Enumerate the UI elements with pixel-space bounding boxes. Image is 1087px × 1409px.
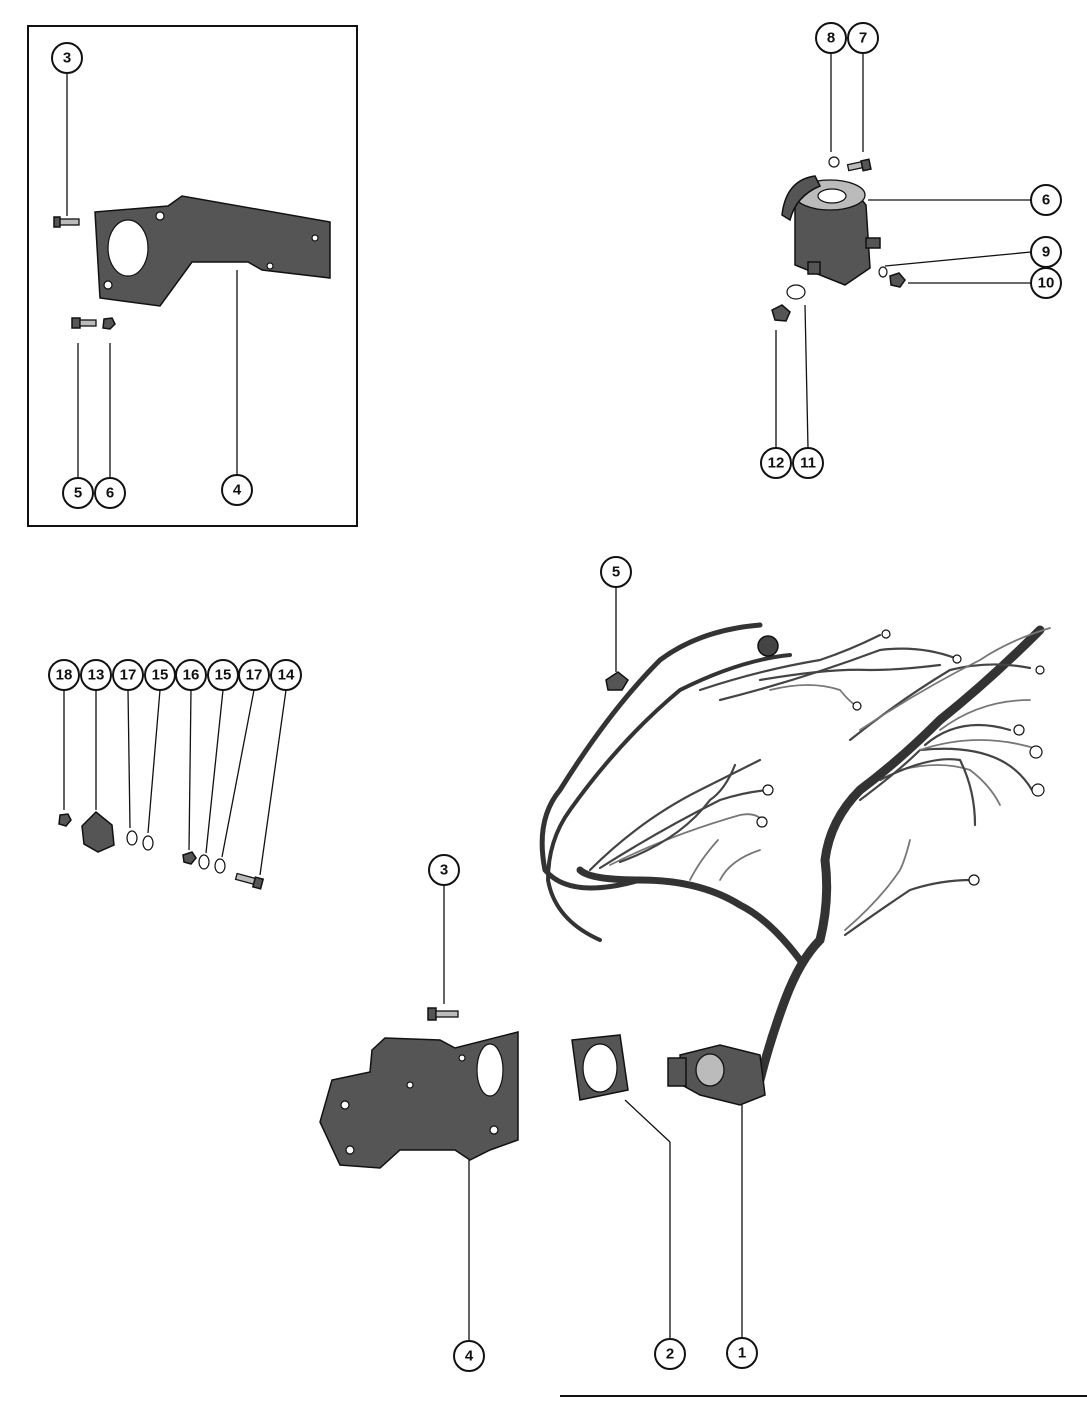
- svg-text:14: 14: [278, 667, 295, 684]
- callout-terminal-17a: 17: [112, 659, 144, 691]
- harness-clamp: [605, 671, 629, 691]
- svg-text:9: 9: [1042, 244, 1050, 261]
- callout-solenoid-9: 9: [1030, 236, 1062, 268]
- svg-text:7: 7: [859, 30, 867, 47]
- callout-solenoid-11: 11: [792, 447, 824, 479]
- svg-text:4: 4: [465, 1348, 474, 1365]
- callout-terminal-13: 13: [80, 659, 112, 691]
- svg-text:3: 3: [440, 862, 448, 879]
- callout-inset-4: 4: [221, 474, 253, 506]
- callout-inset-5: 5: [62, 477, 94, 509]
- svg-text:17: 17: [120, 667, 137, 684]
- inset-nut: [102, 317, 116, 330]
- inset-mounting-bracket: [94, 195, 331, 307]
- connector-gasket: [571, 1034, 629, 1101]
- svg-text:15: 15: [215, 667, 232, 684]
- callout-terminal-15b: 15: [207, 659, 239, 691]
- svg-text:6: 6: [106, 485, 114, 502]
- svg-text:11: 11: [800, 455, 816, 472]
- callout-terminal-14: 14: [270, 659, 302, 691]
- svg-text:12: 12: [768, 455, 785, 472]
- solenoid-screw-7: [846, 158, 872, 172]
- callout-inset-6: 6: [94, 477, 126, 509]
- wiring-harness: [539, 622, 1051, 1106]
- bracket-bolt: [427, 1007, 459, 1021]
- callout-solenoid-12: 12: [760, 447, 792, 479]
- svg-text:4: 4: [233, 482, 242, 499]
- svg-text:6: 6: [1042, 192, 1050, 209]
- solenoid-washer-11: [786, 284, 806, 300]
- callout-terminal-15a: 15: [144, 659, 176, 691]
- callout-harness-1: 1: [726, 1337, 758, 1369]
- callout-terminal-16: 16: [175, 659, 207, 691]
- callout-solenoid-6: 6: [1030, 184, 1062, 216]
- callout-gasket-2: 2: [654, 1338, 686, 1370]
- inset-frame: [27, 25, 358, 527]
- solenoid-washer-9: [878, 266, 888, 278]
- callout-inset-3: 3: [51, 42, 83, 74]
- starter-solenoid: [781, 175, 881, 286]
- inset-screw: [71, 317, 97, 329]
- callout-terminal-18: 18: [48, 659, 80, 691]
- svg-text:5: 5: [612, 564, 620, 581]
- mounting-bracket: [319, 1031, 519, 1169]
- callout-terminal-17b: 17: [238, 659, 270, 691]
- svg-text:15: 15: [152, 667, 169, 684]
- svg-text:3: 3: [63, 50, 71, 67]
- svg-text:8: 8: [827, 30, 835, 47]
- callout-solenoid-8: 8: [815, 22, 847, 54]
- svg-text:2: 2: [666, 1346, 674, 1363]
- svg-text:1: 1: [738, 1345, 746, 1362]
- callout-solenoid-10: 10: [1030, 267, 1062, 299]
- svg-text:18: 18: [56, 667, 73, 684]
- solenoid-washer-8: [828, 156, 840, 168]
- svg-text:5: 5: [74, 485, 82, 502]
- callout-harness-5: 5: [600, 556, 632, 588]
- svg-text:10: 10: [1038, 275, 1055, 292]
- terminal-block-parts: [58, 810, 265, 890]
- callout-solenoid-7: 7: [847, 22, 879, 54]
- callout-bracket-4: 4: [453, 1340, 485, 1372]
- inset-bolt: [53, 216, 80, 228]
- solenoid-nut-12: [771, 304, 791, 322]
- solenoid-nut-10: [889, 272, 906, 288]
- svg-text:13: 13: [88, 667, 105, 684]
- svg-text:16: 16: [183, 667, 200, 684]
- callout-bolt-3: 3: [428, 854, 460, 886]
- svg-text:17: 17: [246, 667, 263, 684]
